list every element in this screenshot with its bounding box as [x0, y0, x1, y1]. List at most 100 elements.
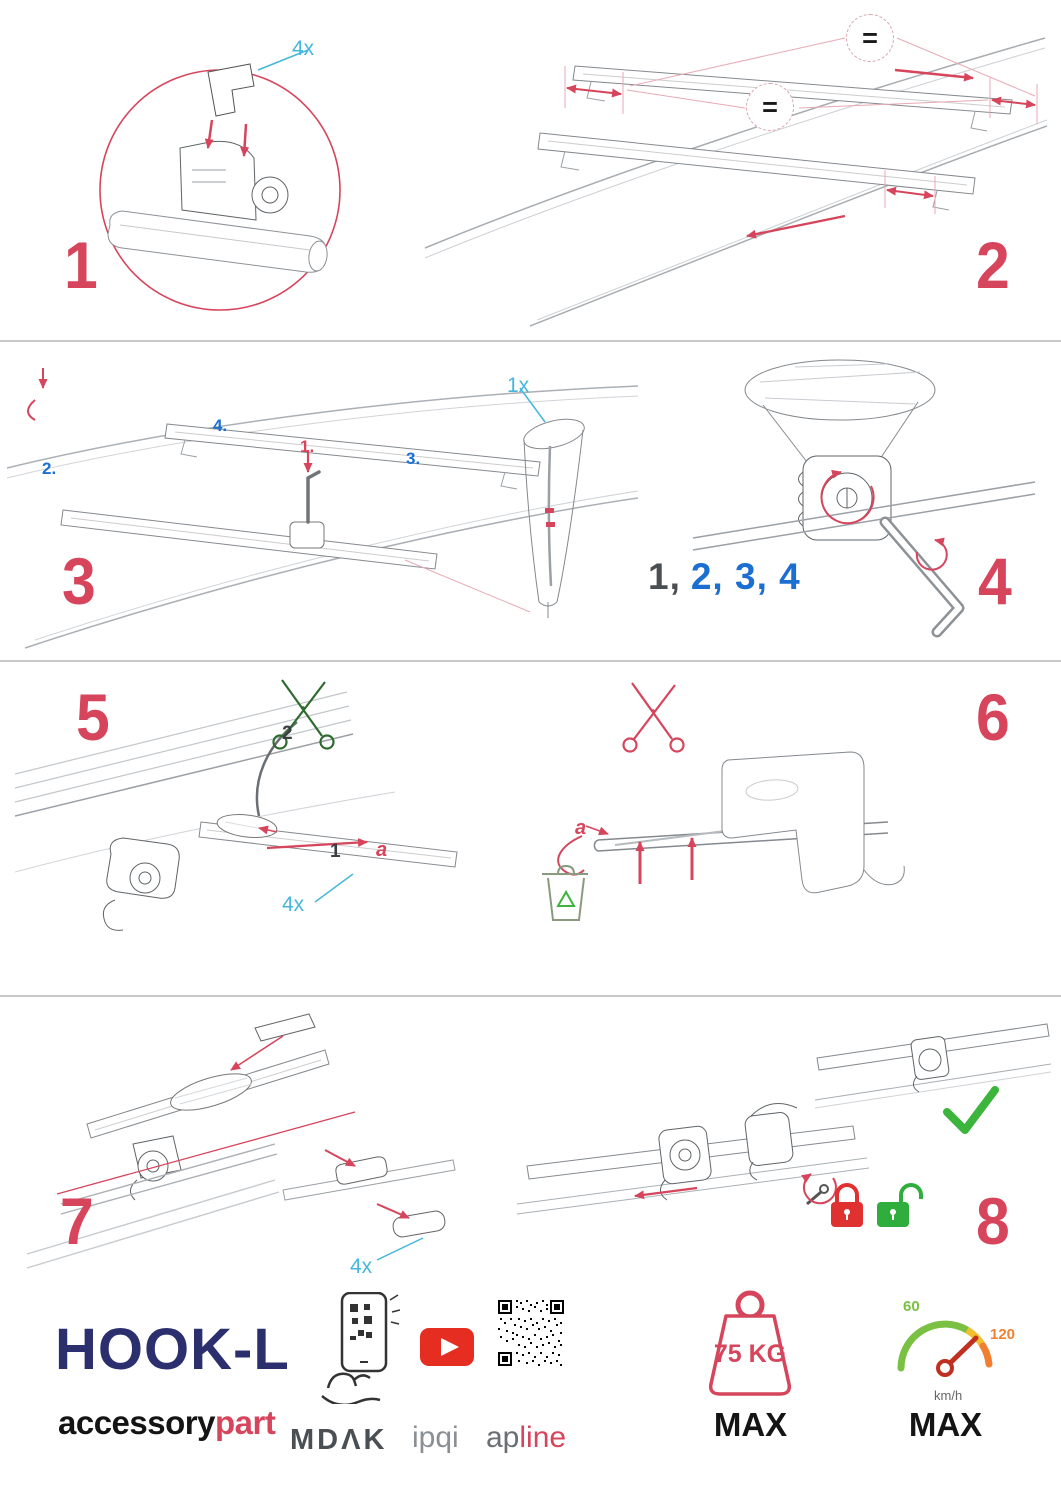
pull-curl-arrow	[27, 368, 48, 421]
step7-illustration	[26, 1013, 456, 1269]
step2-illustration	[424, 37, 1048, 327]
step5-qty-label: 4x	[282, 893, 305, 916]
key-icon	[806, 1184, 829, 1206]
trash-bin-icon	[542, 864, 588, 921]
step3-order-3-label: 3.	[406, 449, 421, 468]
step-8-number: 8	[976, 1184, 1010, 1258]
step6-illustration	[542, 682, 905, 921]
strap	[547, 445, 553, 587]
weight-limit-value: 75 KG	[713, 1340, 787, 1368]
end-cover-part	[721, 751, 905, 894]
weight-max-label: MAX	[713, 1406, 788, 1443]
main-assembly	[516, 1103, 870, 1215]
measure-guide-lines	[564, 37, 1038, 214]
push-up-arrows	[635, 837, 697, 884]
speedometer-icon	[897, 1320, 993, 1377]
qr-code	[498, 1300, 564, 1366]
step3-order-4-label: 4.	[213, 416, 228, 435]
step7-qty-label: 4x	[350, 1255, 373, 1278]
bracket-part	[207, 63, 255, 117]
clamp	[102, 837, 180, 931]
weight-limit-icon	[708, 1290, 792, 1396]
insert-arrows	[324, 1149, 410, 1219]
brand-part: part	[214, 1404, 276, 1441]
alignment-sightline	[56, 1111, 356, 1195]
step6-strap-label: a	[575, 817, 587, 839]
phone-qr-scan-icon	[321, 1292, 400, 1404]
step-6-number: 6	[976, 680, 1010, 754]
brand-accessory: accessory	[58, 1404, 215, 1441]
rail-end-funnel	[523, 418, 585, 618]
step5-cut-order-label: 2	[282, 723, 293, 744]
step-5-number: 5	[76, 680, 110, 754]
step4-illustration	[692, 359, 1036, 638]
installed-view	[814, 1023, 1052, 1109]
cut-strap-piece	[557, 835, 585, 876]
speed-max-label: MAX	[908, 1406, 983, 1443]
step4-sequence: 1,2, 3, 4	[648, 556, 801, 598]
recycle-icon	[556, 889, 576, 907]
apline-line: line	[519, 1421, 567, 1454]
brand-wordmark: accessorypart	[58, 1404, 276, 1442]
padlock-unlocked-icon	[877, 1183, 923, 1227]
qty-pointer-line	[257, 49, 309, 71]
roof-rail	[692, 481, 1036, 551]
product-name: HOOK-L	[55, 1317, 290, 1382]
turn-arrow	[915, 537, 948, 571]
clamp	[910, 1036, 950, 1093]
step-3-number: 3	[62, 544, 96, 618]
equal-spacing-badge-mid: =	[746, 83, 794, 131]
step-1-number: 1	[64, 228, 98, 302]
front-crossbar	[537, 132, 976, 211]
step5-pull-order-label: 1	[330, 841, 341, 862]
equal-spacing-badge-top: =	[846, 14, 894, 62]
front-crossbar	[60, 509, 438, 570]
tighten-rotation-arrow	[820, 469, 875, 525]
speed-unit-label: km/h	[934, 1388, 963, 1403]
clamp	[798, 455, 892, 541]
step3-order-1-label: 1.	[300, 437, 315, 456]
insert-arrows	[204, 119, 250, 157]
cover-plate-part	[254, 1013, 316, 1042]
section-divider-1	[0, 340, 1061, 342]
clamp	[130, 1135, 182, 1201]
lock-rotation-arrow	[801, 1173, 837, 1205]
slide-arrow	[634, 1186, 698, 1200]
speed-120-label: 120	[990, 1326, 1016, 1343]
step5-illustration	[15, 679, 458, 931]
sequence-rest: 2, 3, 4	[690, 556, 801, 597]
allen-key-icon	[879, 516, 965, 638]
checkmark-icon	[943, 1086, 999, 1134]
detail-pointer-line	[404, 559, 531, 613]
speed-60-label: 60	[903, 1298, 920, 1315]
roof-rails	[424, 37, 1048, 327]
step3-illustration	[6, 368, 639, 649]
hand	[321, 1372, 381, 1404]
roof-edge	[15, 691, 396, 873]
qty-pointer-line	[314, 873, 354, 903]
pull-arrow	[266, 838, 368, 850]
clamp	[179, 140, 289, 221]
step-4-number: 4	[978, 544, 1012, 618]
apline-logo: apline	[486, 1421, 566, 1455]
phone-qr-pattern	[350, 1304, 372, 1340]
step1-qty-label: 4x	[292, 37, 315, 60]
roof-rails	[26, 1143, 280, 1269]
sequence-done: 1,	[648, 556, 681, 597]
step-7-number: 7	[60, 1184, 94, 1258]
padlock-locked-icon	[831, 1183, 863, 1227]
mdak-logo: MDΛK	[290, 1424, 388, 1456]
step8-illustration	[516, 1023, 1052, 1227]
step-2-number: 2	[976, 228, 1010, 302]
clamp-b	[744, 1103, 798, 1181]
step5-strap-label: a	[376, 839, 388, 861]
clamp-a	[658, 1125, 712, 1201]
youtube-icon	[420, 1328, 474, 1366]
slot-opening	[170, 1073, 253, 1111]
rear-crossbar	[164, 423, 541, 490]
adjust-arrows	[566, 68, 1036, 239]
scissors-icon	[622, 682, 685, 753]
strap-pointer-arrow	[585, 825, 609, 836]
strap-insert-arrow	[258, 825, 278, 835]
